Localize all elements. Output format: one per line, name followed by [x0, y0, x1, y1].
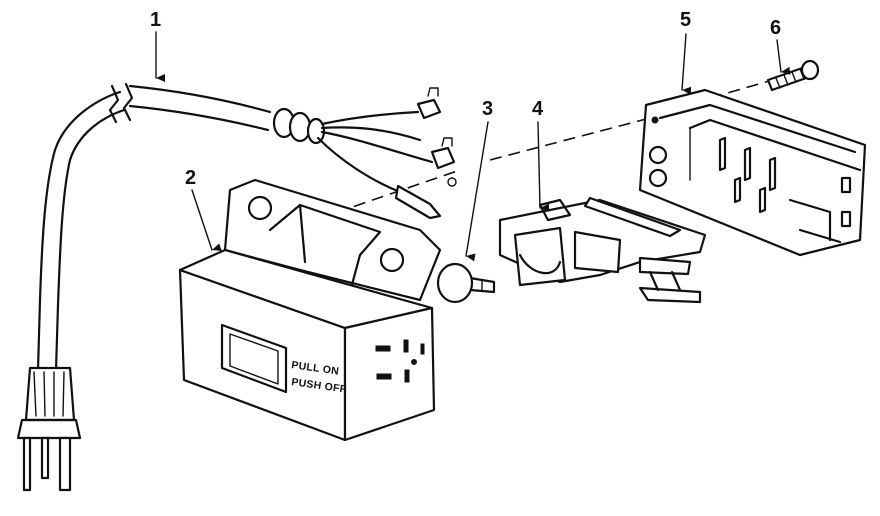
callouts: 1 2 3 4 5 6	[150, 9, 791, 262]
mounting-bracket	[638, 88, 867, 257]
callout-4: 4	[532, 98, 544, 120]
callout-3: 3	[482, 98, 493, 120]
switch-mechanism	[498, 196, 707, 304]
callout-6: 6	[770, 17, 781, 39]
screw	[766, 59, 820, 92]
callout-2: 2	[185, 167, 196, 189]
callout-5: 5	[680, 9, 691, 31]
switch-housing: PULL ON PUSH OFF	[178, 178, 442, 442]
switch-knob	[436, 262, 496, 304]
power-cord	[16, 82, 457, 492]
callout-1: 1	[150, 9, 161, 31]
